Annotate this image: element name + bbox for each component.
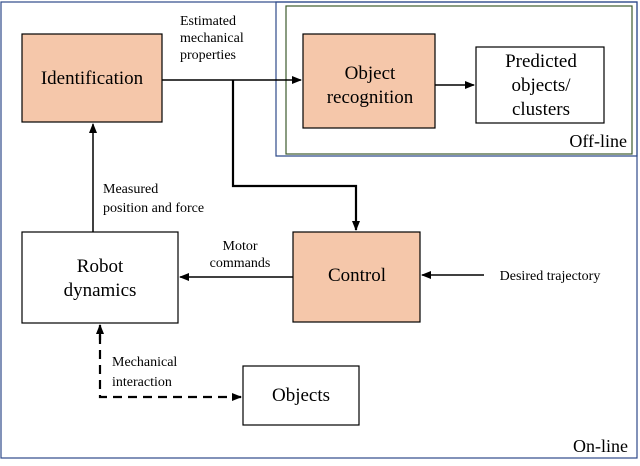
estimated-line: properties xyxy=(180,48,236,63)
motor-line: commands xyxy=(210,256,271,271)
objects-line: Objects xyxy=(272,385,330,406)
measured-line: position and force xyxy=(103,201,204,216)
objects-block xyxy=(242,365,360,426)
arrow-branch-to-control xyxy=(231,80,360,231)
objects-block-label: Objects xyxy=(272,385,330,406)
robot-dynamics-block xyxy=(21,231,179,324)
robot-dynamics-line: dynamics xyxy=(64,280,137,301)
identification-line: Identification xyxy=(41,68,144,89)
robot-dynamics-block-label: Robot dynamics xyxy=(64,256,137,301)
estimated-properties-label: Estimated mechanical properties xyxy=(180,14,244,63)
mechanical-interaction-label: Mechanical interaction xyxy=(112,355,177,390)
robot-dynamics-line: Robot xyxy=(77,256,124,277)
object-recognition-line: Object xyxy=(345,63,396,84)
predicted-line: clusters xyxy=(512,99,570,120)
estimated-line: mechanical xyxy=(180,31,244,46)
online-region-label: On-line xyxy=(573,436,628,456)
identification-block xyxy=(21,33,163,123)
measured-line: Measured xyxy=(103,182,158,197)
predicted-line: Predicted xyxy=(505,51,577,72)
predicted-line: objects/ xyxy=(511,75,571,96)
predicted-objects-block-label: Predicted objects/clusters xyxy=(505,51,577,120)
object-recognition-block xyxy=(302,33,436,129)
estimated-line: Estimated xyxy=(180,14,236,29)
motor-line: Motor xyxy=(223,239,258,254)
predicted-objects-block xyxy=(475,46,605,124)
control-block xyxy=(292,231,421,323)
control-block-label: Control xyxy=(328,265,386,286)
desired-trajectory-label: Desired trajectory xyxy=(500,269,601,284)
motor-commands-label: Motor commands xyxy=(210,239,271,271)
identification-block-label: Identification xyxy=(41,68,144,89)
control-line: Control xyxy=(328,265,386,286)
measured-position-force-label: Measured position and force xyxy=(103,182,204,216)
dashed-arrow-interaction-to-objects xyxy=(98,335,242,401)
interaction-line: Mechanical xyxy=(112,355,177,370)
interaction-line: interaction xyxy=(112,375,172,390)
desired-line: Desired trajectory xyxy=(500,269,601,284)
offline-region-label: Off-line xyxy=(569,131,627,151)
offline-region-frame xyxy=(275,1,638,157)
object-recognition-block-label: Object recognition xyxy=(327,63,414,108)
object-recognition-line: recognition xyxy=(327,87,414,108)
